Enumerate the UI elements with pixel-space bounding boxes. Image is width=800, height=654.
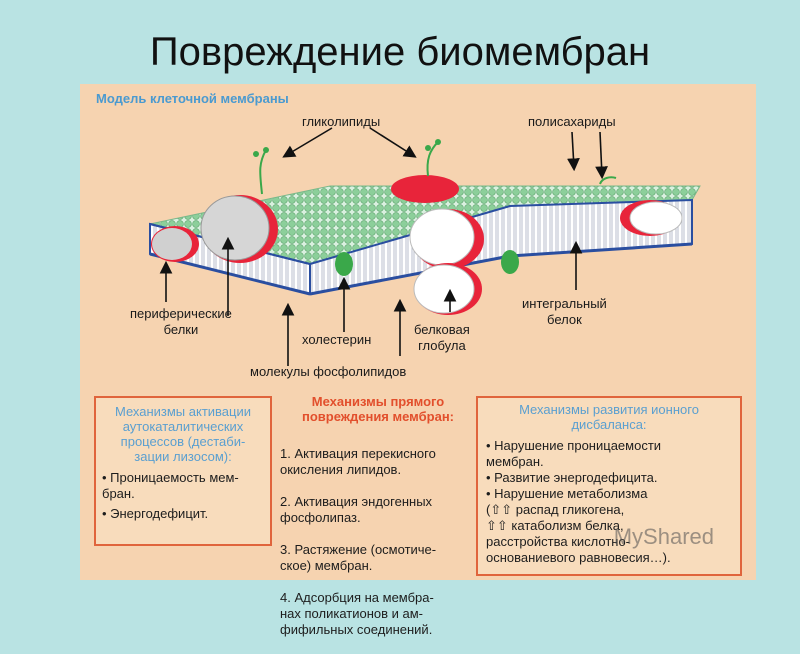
textbook-page: Модель клеточной мембраны	[80, 84, 756, 637]
box-left-title: Механизмы активации аутокаталитических п…	[114, 404, 252, 464]
box-ion-imbalance-mechanisms: Механизмы развития ионного дисбаланса: •…	[476, 396, 742, 576]
box-left-item: • Энергодефицит.	[102, 506, 209, 521]
list-item: 4. Адсорбция на мембра- нах поликатионов…	[280, 590, 434, 637]
label-peripheral-proteins: периферические белки	[130, 306, 232, 337]
watermark-logo: MyShared	[613, 524, 714, 549]
label-polysaccharides: полисахариды	[528, 114, 616, 129]
list-item: 2. Активация эндогенных фосфолипаз.	[280, 494, 433, 525]
box-right-item: • Развитие энергодефицита.	[486, 470, 658, 485]
box-right-title: Механизмы развития ионного дисбаланса:	[519, 402, 699, 432]
box-autocatalytic-mechanisms: Механизмы активации аутокаталитических п…	[94, 396, 272, 546]
box-middle-title: Механизмы прямого повреждения мембран:	[301, 394, 455, 424]
box-right-item: • Нарушение метаболизма (⇧⇧ распад глико…	[486, 486, 671, 565]
polysaccharide-sprig	[599, 176, 617, 185]
label-integral-protein: интегральный белок	[522, 296, 607, 327]
glycolipid-sprig	[259, 149, 267, 195]
list-item: 3. Растяжение (осмотиче- ское) мембран.	[280, 542, 437, 573]
box-left-item: • Проницаемость мем- бран.	[102, 470, 239, 501]
label-glycolipids: гликолипиды	[302, 114, 381, 129]
list-item: 1. Активация перекисного окисления липид…	[280, 446, 436, 477]
surface-protein	[391, 175, 459, 203]
membrane-diagram	[149, 127, 701, 366]
label-cholesterol: холестерин	[302, 332, 372, 347]
cholesterol-molecule	[335, 252, 353, 276]
figure-heading: Модель клеточной мембраны	[96, 91, 289, 106]
label-phospholipids: молекулы фосфолипидов	[250, 364, 407, 379]
box-direct-damage-list: 1. Активация перекисного окисления липид…	[280, 430, 476, 654]
slide-title: Повреждение биомембран	[149, 30, 651, 74]
label-protein-globule: белковая глобула	[414, 322, 470, 353]
box-right-item: • Нарушение проницаемости мембран.	[486, 438, 662, 469]
